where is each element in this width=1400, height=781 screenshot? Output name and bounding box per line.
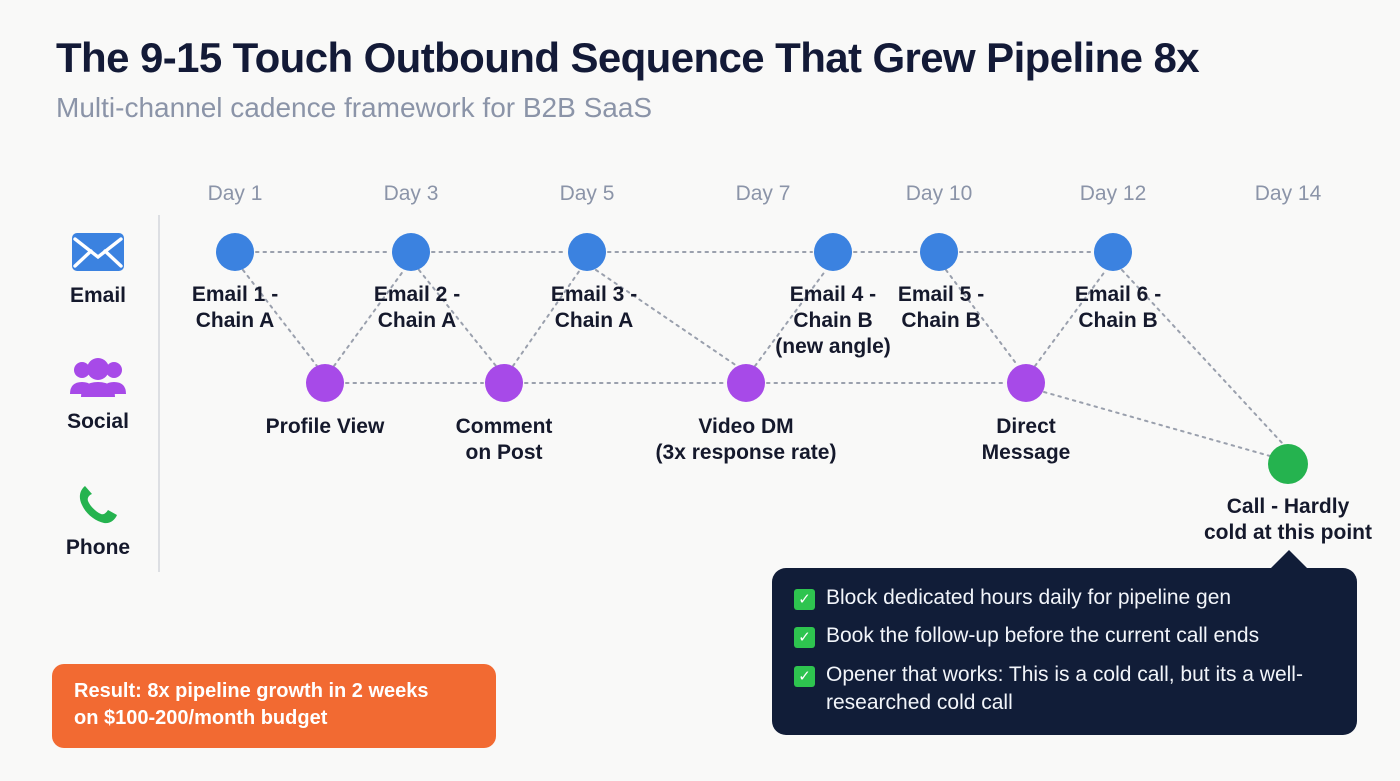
touch-label-email-2: Email 2 - Chain A xyxy=(373,283,461,332)
tip-text: Opener that works: This is a cold call, … xyxy=(826,662,1303,715)
envelope-icon xyxy=(38,224,158,280)
result-line-1: Result: 8x pipeline growth in 2 weeks xyxy=(74,680,429,702)
touch-node-email-5[interactable] xyxy=(920,233,958,271)
touch-label-email-3: Email 3 - Chain A xyxy=(550,283,638,332)
tip-item: ✓ Block dedicated hours daily for pipeli… xyxy=(794,584,1337,612)
touch-label-call-1: Call - Hardly cold at this point xyxy=(1204,495,1372,544)
touch-label-social-2: Comment on Post xyxy=(455,415,553,464)
tip-item: ✓ Opener that works: This is a cold call… xyxy=(794,661,1337,718)
touch-label-email-5: Email 5 - Chain B xyxy=(897,283,985,332)
tooltip-tail xyxy=(1270,550,1308,569)
page-subtitle: Multi-channel cadence framework for B2B … xyxy=(56,92,653,123)
touch-label-social-3: Video DM (3x response rate) xyxy=(655,415,837,464)
day-label: Day 12 xyxy=(1079,182,1147,205)
touch-node-call-1[interactable] xyxy=(1268,444,1308,484)
tip-text: Book the follow-up before the current ca… xyxy=(826,624,1260,648)
touch-node-email-3[interactable] xyxy=(568,233,606,271)
phone-icon xyxy=(38,476,158,532)
result-badge: Result: 8x pipeline growth in 2 weeks on… xyxy=(52,664,496,748)
touch-label-social-1: Profile View xyxy=(265,415,385,438)
touch-node-social-3[interactable] xyxy=(727,364,765,402)
day-label: Day 10 xyxy=(905,182,973,205)
timeline-divider xyxy=(158,215,160,572)
channel-phone-label: Phone xyxy=(65,536,131,559)
tips-tooltip: ✓ Block dedicated hours daily for pipeli… xyxy=(772,550,1357,736)
channel-email-label: Email xyxy=(69,284,127,307)
day-label: Day 5 xyxy=(559,182,615,205)
day-label: Day 7 xyxy=(735,182,791,205)
touch-label-email-6: Email 6 - Chain B xyxy=(1074,283,1162,332)
touch-label-email-4: Email 4 - Chain B (new angle) xyxy=(775,283,891,358)
check-icon: ✓ xyxy=(794,627,815,649)
touch-node-email-4[interactable] xyxy=(814,233,852,271)
tip-item: ✓ Book the follow-up before the current … xyxy=(794,622,1337,650)
touch-node-social-2[interactable] xyxy=(485,364,523,402)
touch-node-social-4[interactable] xyxy=(1007,364,1045,402)
touch-label-email-1: Email 1 - Chain A xyxy=(191,283,279,332)
day-label: Day 1 xyxy=(207,182,263,205)
tip-text: Block dedicated hours daily for pipeline… xyxy=(826,586,1232,609)
day-label: Day 14 xyxy=(1254,182,1322,205)
touch-node-email-1[interactable] xyxy=(216,233,254,271)
touch-node-email-2[interactable] xyxy=(392,233,430,271)
result-line-2: on $100-200/month budget xyxy=(74,707,328,729)
touch-node-social-1[interactable] xyxy=(306,364,344,402)
check-icon: ✓ xyxy=(794,665,815,687)
day-label: Day 3 xyxy=(383,182,439,205)
check-icon: ✓ xyxy=(794,589,815,610)
channel-social-label: Social xyxy=(67,410,129,433)
touch-node-email-6[interactable] xyxy=(1094,233,1132,271)
touch-label-social-4: Direct Message xyxy=(981,415,1071,464)
channel-social: Social xyxy=(38,350,158,434)
page-title: The 9-15 Touch Outbound Sequence That Gr… xyxy=(56,34,1200,81)
channel-phone: Phone xyxy=(38,476,158,560)
people-group-icon xyxy=(38,350,158,406)
channel-email: Email xyxy=(38,224,158,308)
